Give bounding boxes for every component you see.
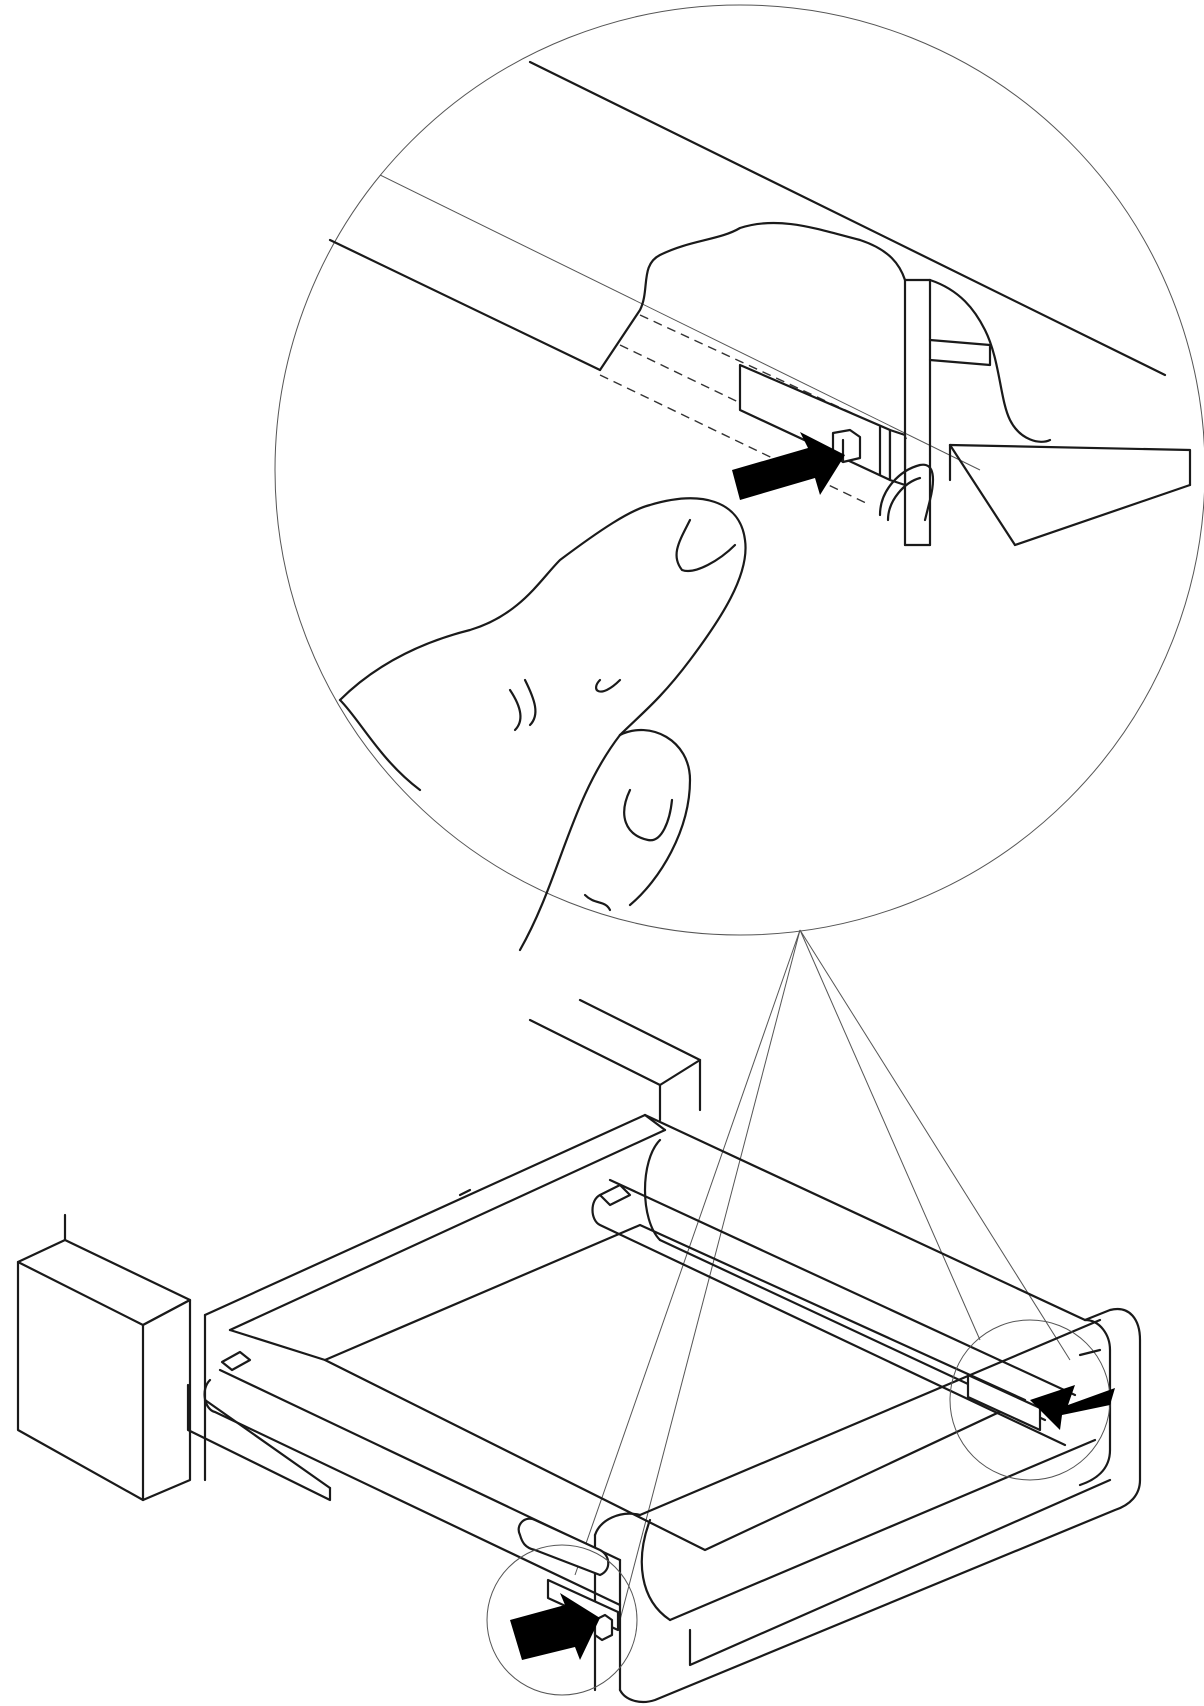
front-left-push-arrow: [510, 1593, 600, 1660]
front-left-handle: [517, 1517, 610, 1577]
cabinet-edge: [328, 60, 1192, 547]
release-clip: [738, 363, 935, 522]
callout-circle-front-left: [486, 1544, 638, 1696]
cabinet-left-block: [16, 1213, 192, 1502]
runner-rails: [186, 1178, 1077, 1607]
drawer-front: [593, 1307, 1142, 1704]
cabinet-rear-wall: [528, 998, 702, 1122]
drawer-bottom: [228, 1223, 1027, 1552]
rear-right-push-arrow: [1030, 1385, 1115, 1430]
finger-illustration: [338, 497, 747, 952]
callout-front-left: [486, 1544, 638, 1696]
detail-push-arrow: [732, 432, 845, 500]
callout-rear-right: [949, 1319, 1115, 1481]
drawer-assembly: [16, 998, 1142, 1704]
drawer-back: [203, 1113, 667, 1482]
detail-magnifier-view: [274, 4, 1204, 952]
magnifier-circle: [274, 4, 1204, 936]
